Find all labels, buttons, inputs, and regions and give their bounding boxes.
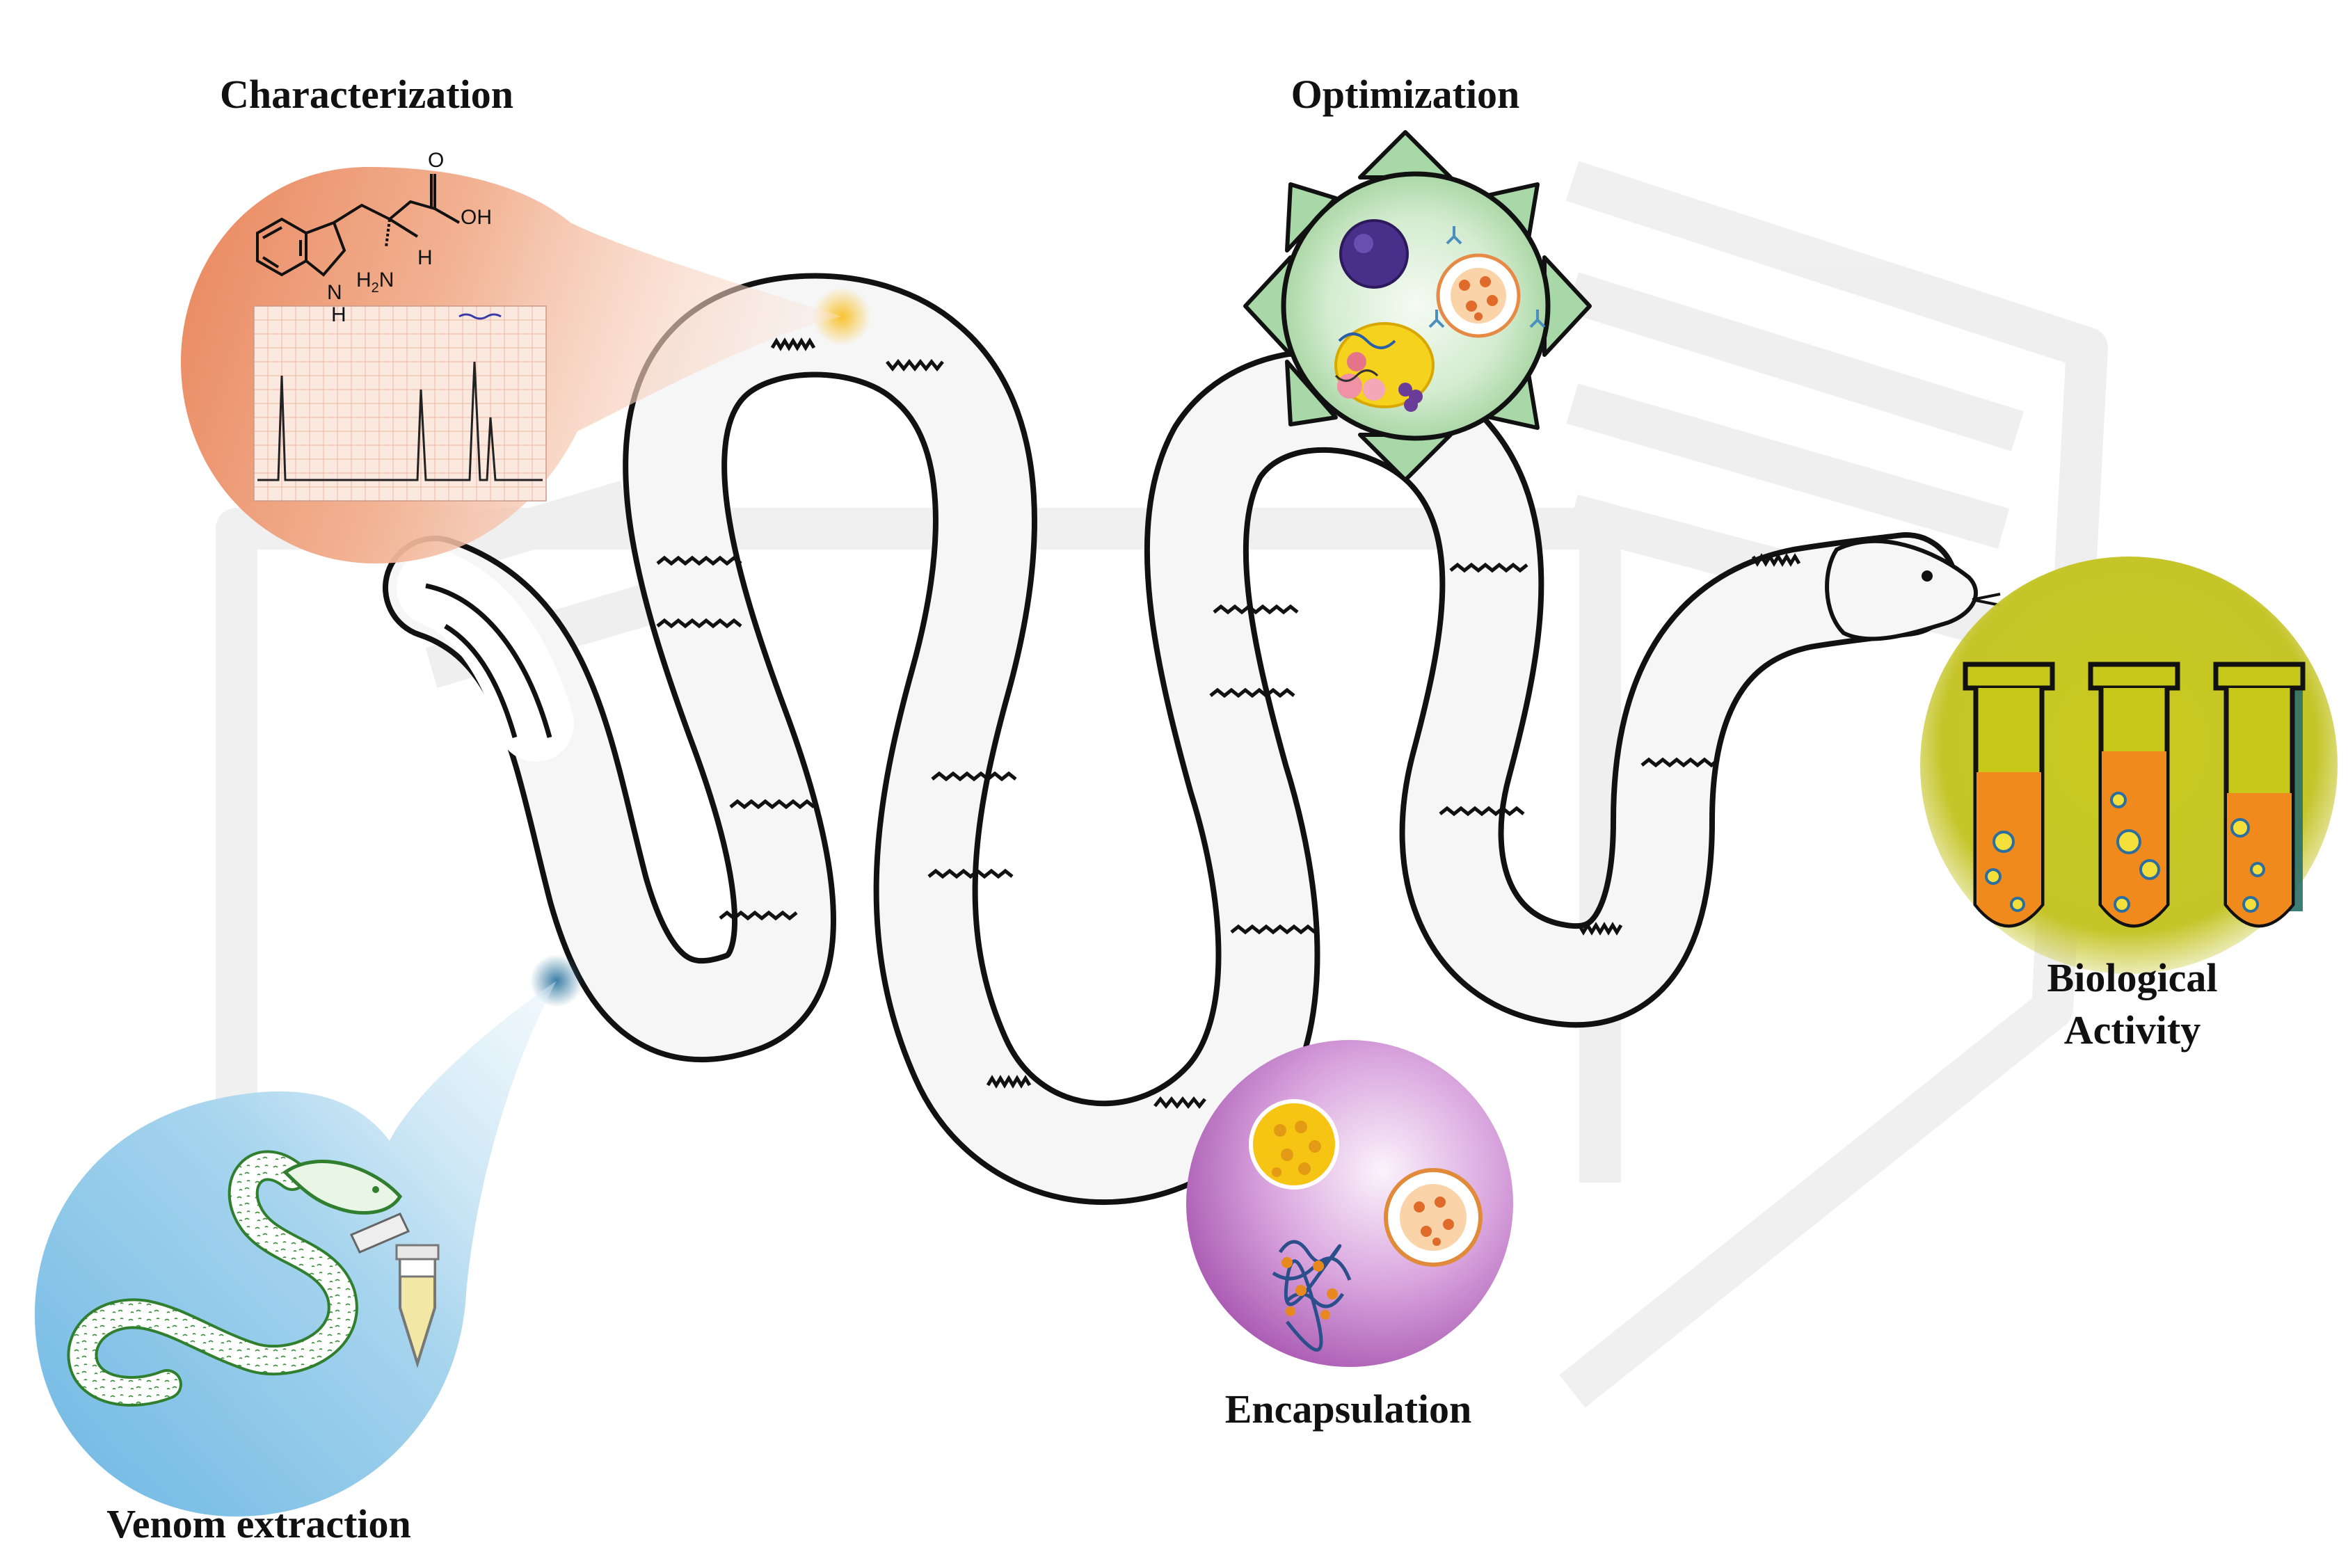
encapsulation-panel [1186, 1040, 1513, 1367]
nmr-spectrum-icon [253, 305, 547, 502]
amine-h2-label: H2N [356, 269, 394, 296]
snake-head [1825, 538, 2001, 641]
nanoparticle-and-cell-icon [1334, 219, 1546, 412]
characterization-panel: O OH H2N H N H [181, 149, 842, 563]
snake-and-tube-icon [67, 1150, 440, 1407]
nanocarriers-icon [1249, 1099, 1483, 1352]
biological-activity-panel [1920, 557, 2338, 974]
oxygen-label: O [428, 149, 444, 172]
indole-nh-label: N [327, 281, 342, 304]
hydroxyl-label: OH [461, 206, 492, 229]
test-tubes-icon [1963, 662, 2306, 928]
characterization-label: Characterization [220, 72, 513, 117]
chemical-structure-icon [256, 174, 460, 277]
snake-path [383, 273, 2001, 1206]
optimization-panel [1243, 130, 1592, 482]
biological-activity-label-line1: Biological [2047, 955, 2218, 1000]
biological-activity-label-line2: Activity [2064, 1007, 2201, 1053]
tube-icon [349, 1213, 440, 1368]
indole-h-label: H [331, 303, 346, 326]
optimization-label: Optimization [1291, 72, 1520, 117]
venom-extraction-label: Venom extraction [106, 1501, 411, 1546]
alpha-h-label: H [417, 246, 433, 269]
snake-bands [656, 337, 1801, 1110]
venom-extraction-panel [35, 981, 557, 1517]
encapsulation-label: Encapsulation [1225, 1386, 1472, 1432]
